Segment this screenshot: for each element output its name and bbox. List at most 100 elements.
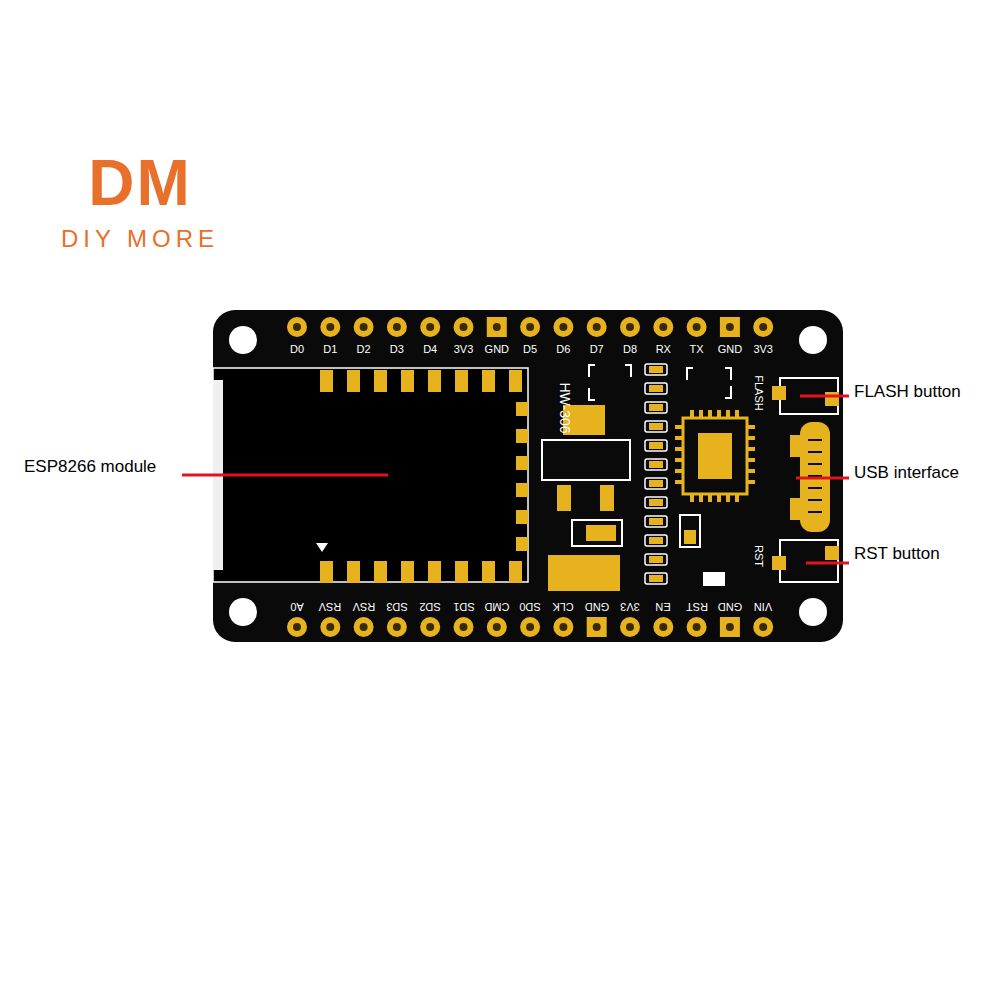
pin-hole: [693, 323, 701, 331]
passive: [645, 497, 667, 508]
module-pad: [347, 370, 360, 392]
pin-hole: [726, 323, 734, 331]
usb-contacts: [808, 440, 822, 512]
pin-label: 3V3: [620, 601, 640, 612]
module-pad: [428, 370, 441, 392]
pin-label: SD1: [453, 601, 474, 612]
regulator-leg: [600, 485, 614, 511]
pin-label: D8: [623, 344, 637, 355]
pin-label: D5: [523, 344, 537, 355]
button-pad: [825, 546, 839, 560]
callout-label: ESP8266 module: [24, 458, 156, 475]
pin-hole: [593, 323, 601, 331]
header-pin: [720, 617, 740, 637]
board-marking: RST: [753, 545, 764, 567]
header-pin: [520, 317, 540, 337]
header-pin: [387, 317, 407, 337]
module-pad: [374, 561, 387, 583]
header-pin: [587, 617, 607, 637]
pin-hole: [759, 323, 767, 331]
passive-pad: [649, 556, 663, 563]
led-pad: [684, 530, 696, 544]
pin-label: EN: [656, 601, 671, 612]
pin-hole: [559, 323, 567, 331]
leader-line: [796, 477, 849, 480]
passive-pad: [649, 575, 663, 582]
leader-line: [800, 395, 849, 398]
capacitor-pad: [586, 525, 616, 541]
passive: [645, 383, 667, 394]
header-pin: [587, 317, 607, 337]
pin-hole: [326, 323, 334, 331]
header-pins: [287, 317, 773, 637]
mount-hole: [799, 598, 827, 626]
module-pad: [374, 370, 387, 392]
passive: [645, 478, 667, 489]
header-pin: [354, 317, 374, 337]
button-pad: [825, 392, 839, 406]
pin-label: RX: [656, 344, 671, 355]
pin-label: SD3: [386, 601, 407, 612]
module-pad: [482, 370, 495, 392]
passive: [645, 516, 667, 527]
pin-hole: [326, 623, 334, 631]
pin-hole: [293, 623, 301, 631]
passive: [645, 440, 667, 451]
pin-label: A0: [290, 601, 303, 612]
header-pin: [653, 317, 673, 337]
pin-hole: [460, 623, 468, 631]
pin-label: SD0: [519, 601, 540, 612]
pin-hole: [393, 623, 401, 631]
logo-mark: DM: [88, 151, 192, 215]
header-pin: [454, 617, 474, 637]
pin-label: 3V3: [753, 344, 773, 355]
header-pin: [620, 317, 640, 337]
header-pin: [553, 617, 573, 637]
passive: [645, 421, 667, 432]
header-pin: [687, 617, 707, 637]
usb-tab: [790, 498, 802, 520]
resistor: [703, 572, 725, 586]
regulator-leg: [557, 485, 571, 511]
pin-label: RST: [686, 601, 708, 612]
header-pin: [320, 317, 340, 337]
callout-label: FLASH button: [854, 383, 961, 400]
header-pin: [454, 317, 474, 337]
pin-hole: [393, 323, 401, 331]
header-pin: [687, 317, 707, 337]
module-pad: [516, 429, 528, 443]
pin-label: D2: [357, 344, 371, 355]
pin-hole: [559, 623, 567, 631]
header-pin: [653, 617, 673, 637]
header-pin: [420, 617, 440, 637]
header-pin: [287, 317, 307, 337]
pin-label: CLK: [553, 601, 574, 612]
passive: [645, 364, 667, 375]
silk-marks: [589, 365, 731, 400]
rst-button: [780, 540, 838, 582]
usb-tab: [790, 435, 802, 457]
pin-label: 3V3: [454, 344, 474, 355]
pin-hole: [460, 323, 468, 331]
passive-pad: [649, 518, 663, 525]
pin-label: D4: [423, 344, 437, 355]
header-pin: [387, 617, 407, 637]
pin-label: D0: [290, 344, 304, 355]
passive-pad: [649, 442, 663, 449]
header-pin: [553, 317, 573, 337]
module-pad: [401, 561, 414, 583]
passive-pad: [649, 404, 663, 411]
module-pad: [347, 561, 360, 583]
header-pin: [287, 617, 307, 637]
mount-hole: [229, 326, 257, 354]
module-pad: [320, 561, 333, 583]
pin-hole: [659, 323, 667, 331]
passive: [645, 554, 667, 565]
passive: [645, 535, 667, 546]
capacitor: [572, 520, 622, 546]
leader-line: [806, 562, 849, 565]
pin-label: RSV: [352, 601, 375, 612]
button-pad: [772, 556, 786, 570]
module-pad: [516, 456, 528, 470]
